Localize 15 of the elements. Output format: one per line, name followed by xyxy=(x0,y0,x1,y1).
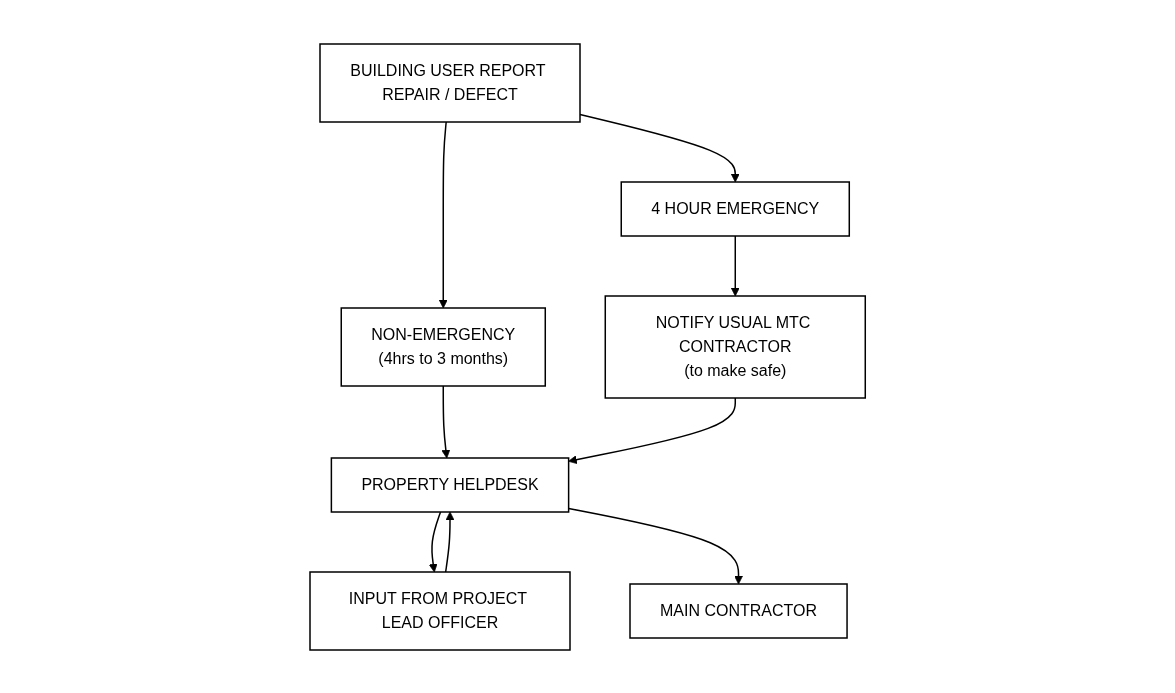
arrow xyxy=(567,507,743,584)
node-box: INPUT FROM PROJECT LEAD OFFICER xyxy=(309,570,571,651)
arrow xyxy=(444,511,455,573)
node-box: BUILDING USER REPORT REPAIR / DEFECT xyxy=(319,42,581,123)
node-box: 4 HOUR EMERGENCY xyxy=(620,180,850,237)
node-box: PROPERTY HELPDESK xyxy=(330,456,570,513)
node-box: MAIN CONTRACTOR xyxy=(629,582,848,639)
arrow xyxy=(579,113,740,182)
node-box: NOTIFY USUAL MTC CONTRACTOR (to make safe) xyxy=(604,294,866,399)
arrow xyxy=(568,396,736,464)
arrow xyxy=(441,384,451,458)
arrow xyxy=(730,234,740,296)
arrow xyxy=(438,120,448,308)
arrow xyxy=(428,510,442,572)
node-box: NON-EMERGENCY (4hrs to 3 months) xyxy=(340,306,546,387)
